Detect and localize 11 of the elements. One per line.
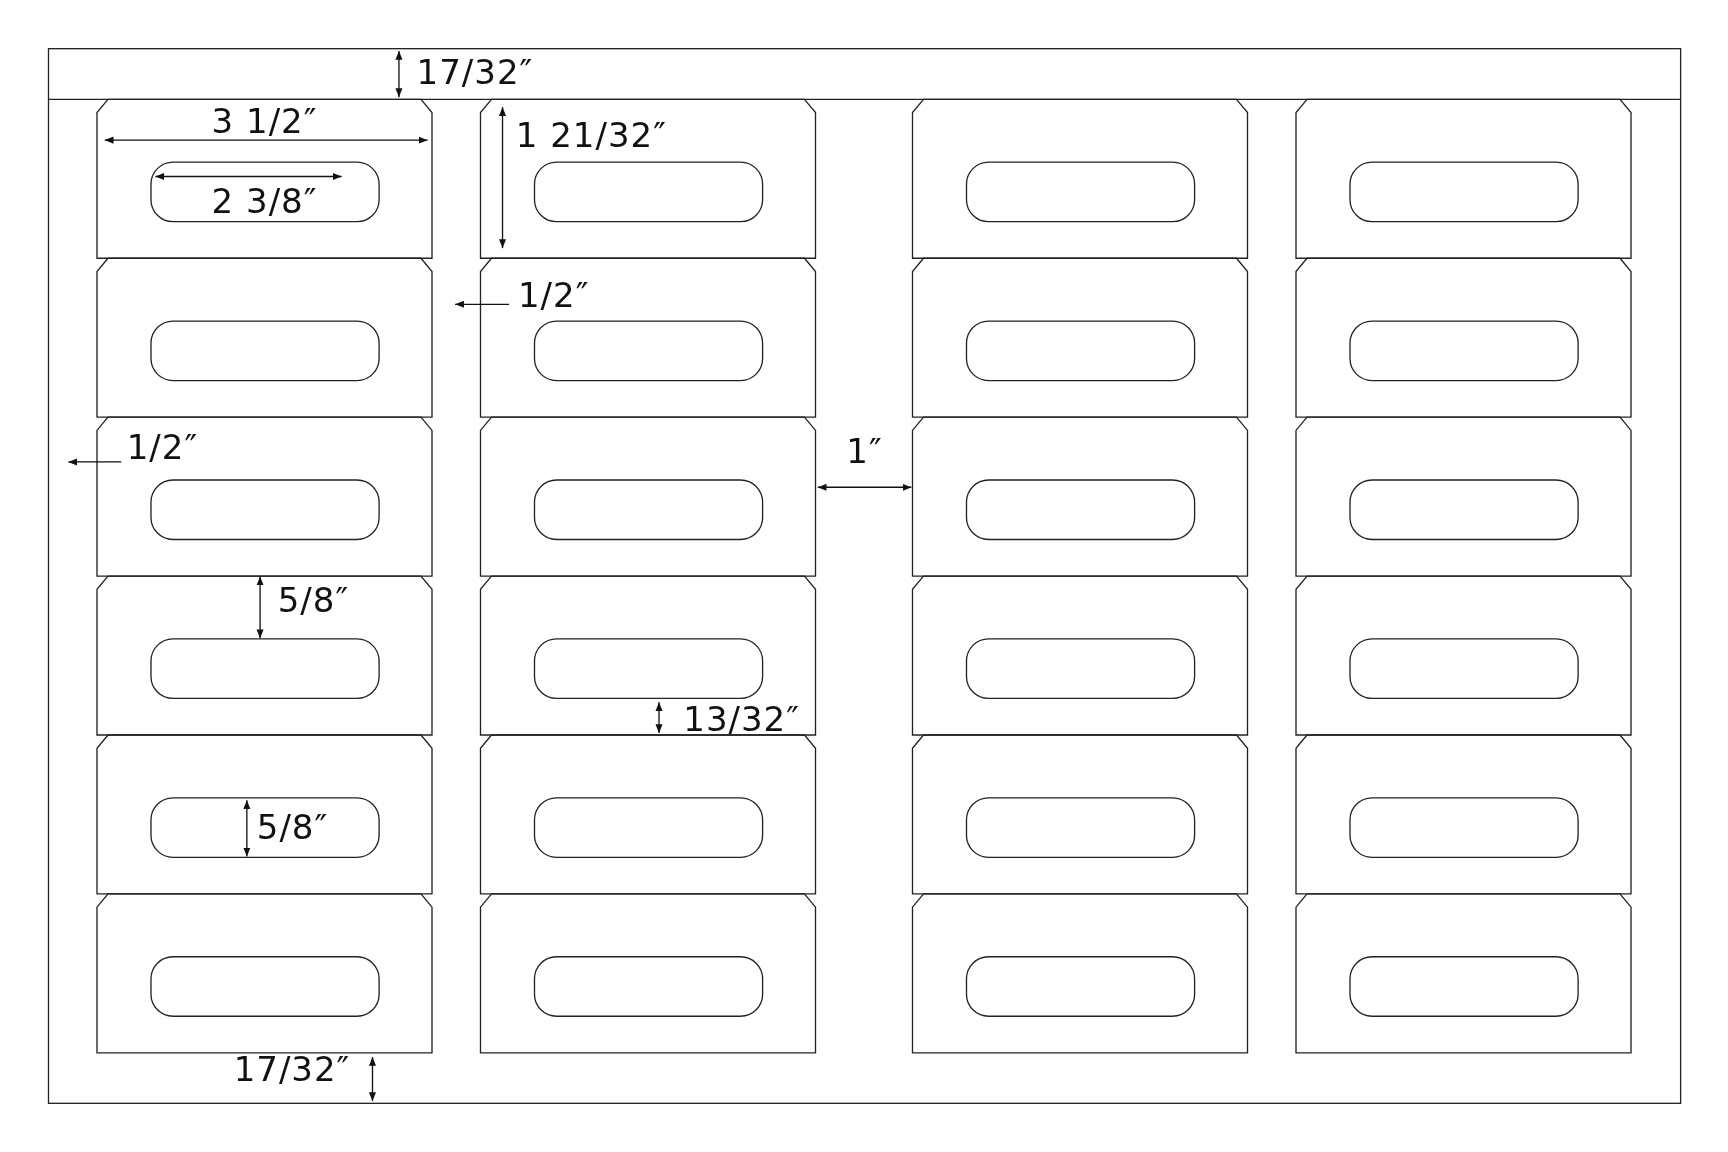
dimension-text: 5/8″: [256, 810, 329, 844]
dimension-text: 2 3/8″: [211, 184, 318, 219]
dimension-text: 5/8″: [277, 582, 350, 617]
dimension-text: 1 21/32″: [515, 117, 667, 152]
dimension-text: 1/2″: [517, 277, 590, 312]
dimension-text: 3 1/2″: [211, 103, 318, 138]
dimension-text: 1/2″: [126, 429, 199, 464]
dimension-text: 17/32″: [233, 1052, 351, 1087]
dimension-text: 17/32″: [416, 55, 534, 90]
dimension-text: 1″: [846, 434, 883, 469]
dimension-text: 13/32″: [683, 702, 800, 736]
